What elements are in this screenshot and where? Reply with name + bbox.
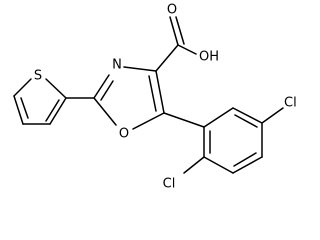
bond-p2-p3 (232, 107, 263, 124)
bond-c2-c3-inner (45, 99, 60, 122)
bond-c4-c5-inner (20, 97, 29, 119)
nitrogen-label: N (112, 58, 122, 73)
bond-s-c2 (45, 78, 67, 99)
bond-c4-c5 (155, 70, 165, 114)
bond-c4-carboxyl (155, 44, 179, 72)
ring-oxygen-label: O (119, 127, 129, 142)
structure-canvas: S N O O OH Cl Cl (13, 3, 297, 192)
carboxylic-acid-group: O OH (155, 3, 219, 72)
bond-p2-p3-inner (234, 114, 258, 128)
bond-p4-p5-inner (233, 152, 257, 167)
bond-c2-n3-inner (100, 80, 114, 101)
bond-carbonyl-a (169, 16, 179, 46)
molecule-drawing: S N O O OH Cl Cl (13, 3, 297, 192)
chlorine-bottom-label: Cl (163, 177, 176, 192)
bond-o1-c2 (93, 97, 117, 126)
oxazole-ring: N O (93, 58, 165, 142)
bond-p1-p2 (203, 107, 234, 128)
bond-p5-p6 (203, 156, 234, 174)
bond-oxazole-phenyl (163, 112, 205, 128)
bond-c2-n3 (93, 74, 110, 99)
bond-n3-c4 (123, 66, 157, 72)
dichlorophenyl-ring: Cl Cl (163, 96, 297, 192)
carbonyl-oxygen-label: O (167, 3, 177, 18)
bond-carbonyl-b (175, 16, 185, 45)
bond-p6-cl (183, 156, 205, 174)
thiophene-ring: S (13, 69, 67, 125)
bond-p4-p5 (232, 156, 263, 174)
bond-c2-c3 (49, 97, 67, 125)
bond-c5-o1 (132, 112, 165, 130)
hydroxyl-label: OH (199, 50, 219, 65)
chlorine-top-label: Cl (284, 96, 297, 111)
bond-c4-c5 (13, 95, 24, 125)
bond-carboxyl-oh (177, 44, 197, 55)
bond-c4-c5-inner (148, 75, 157, 112)
bond-p3-cl (261, 107, 284, 124)
bond-c5-s (13, 78, 32, 97)
sulfur-label: S (34, 69, 42, 84)
